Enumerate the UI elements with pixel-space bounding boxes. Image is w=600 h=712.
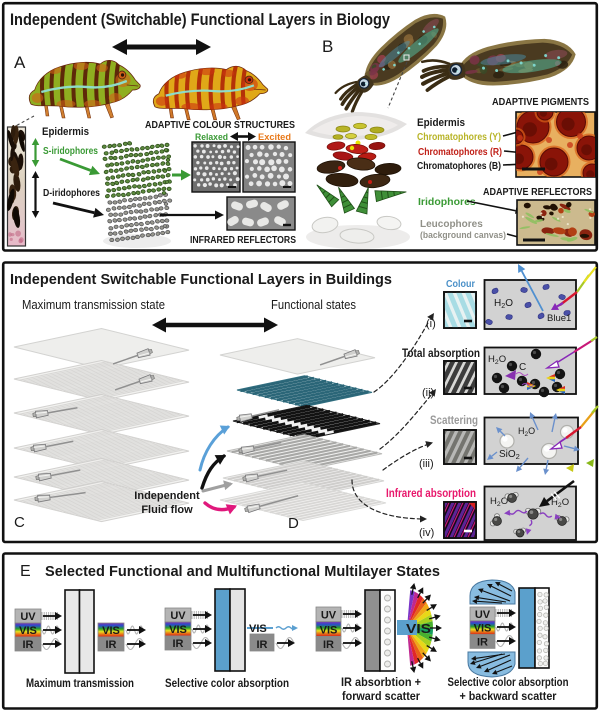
svg-text:Selective color absorption: Selective color absorption bbox=[165, 676, 289, 690]
svg-text:Epidermis: Epidermis bbox=[417, 117, 465, 129]
svg-text:UV: UV bbox=[20, 611, 36, 623]
svg-text:C: C bbox=[14, 514, 25, 531]
svg-text:Iridophores: Iridophores bbox=[418, 196, 476, 208]
svg-text:VIS: VIS bbox=[102, 625, 120, 637]
svg-text:(i): (i) bbox=[426, 318, 436, 330]
svg-text:Chromatophores (B): Chromatophores (B) bbox=[417, 161, 501, 172]
svg-text:+ backward scatter: + backward scatter bbox=[460, 689, 557, 703]
svg-text:IR: IR bbox=[173, 638, 184, 650]
svg-text:IR: IR bbox=[477, 636, 488, 648]
svg-text:VIS: VIS bbox=[19, 625, 37, 637]
svg-text:(iii): (iii) bbox=[419, 458, 434, 470]
svg-text:UV: UV bbox=[475, 609, 491, 621]
svg-text:H2O: H2O bbox=[551, 497, 569, 509]
svg-text:Functional states: Functional states bbox=[271, 298, 356, 312]
svg-text:Excited: Excited bbox=[258, 132, 291, 142]
svg-text:Total absorption: Total absorption bbox=[402, 348, 480, 360]
svg-text:Independent Switchable Functio: Independent Switchable Functional Layers… bbox=[10, 272, 392, 288]
svg-text:Chromatophores (R): Chromatophores (R) bbox=[418, 147, 502, 158]
svg-text:Infrared absorption: Infrared absorption bbox=[386, 488, 476, 500]
svg-text:forward scatter: forward scatter bbox=[342, 689, 420, 703]
svg-text:VIS: VIS bbox=[406, 622, 431, 636]
svg-text:(background canvas): (background canvas) bbox=[420, 230, 506, 241]
svg-text:IR: IR bbox=[257, 639, 268, 651]
svg-text:Relaxed: Relaxed bbox=[195, 132, 228, 142]
svg-text:E: E bbox=[20, 563, 31, 580]
svg-text:Colour: Colour bbox=[446, 278, 475, 290]
svg-text:Independent: Independent bbox=[134, 490, 200, 502]
svg-text:ADAPTIVE PIGMENTS: ADAPTIVE PIGMENTS bbox=[492, 96, 589, 108]
svg-text:IR absorbtion +: IR absorbtion + bbox=[341, 675, 421, 689]
svg-text:Scattering: Scattering bbox=[430, 415, 478, 427]
svg-text:(ii): (ii) bbox=[422, 387, 434, 399]
svg-text:VIS: VIS bbox=[474, 623, 492, 635]
svg-text:ADAPTIVE REFLECTORS: ADAPTIVE REFLECTORS bbox=[483, 186, 592, 198]
svg-text:B: B bbox=[322, 37, 333, 56]
svg-text:Leucophores: Leucophores bbox=[420, 219, 483, 230]
svg-text:H2O: H2O bbox=[494, 298, 513, 310]
svg-text:IR: IR bbox=[106, 639, 117, 651]
svg-text:D: D bbox=[288, 515, 299, 532]
svg-text:IR: IR bbox=[323, 639, 334, 651]
svg-text:VIS: VIS bbox=[249, 623, 267, 635]
svg-text:H2O: H2O bbox=[518, 426, 535, 438]
svg-text:(iv): (iv) bbox=[419, 527, 434, 539]
svg-text:INFRARED REFLECTORS: INFRARED REFLECTORS bbox=[190, 234, 296, 246]
svg-text:Selected Functional and Multif: Selected Functional and Multifunctional … bbox=[45, 564, 440, 580]
svg-text:C: C bbox=[519, 362, 526, 373]
svg-text:Selective color absorption: Selective color absorption bbox=[448, 675, 569, 689]
svg-text:D-iridophores: D-iridophores bbox=[43, 187, 100, 199]
svg-text:H2O: H2O bbox=[490, 496, 508, 508]
svg-text:UV: UV bbox=[321, 610, 337, 622]
svg-text:ADAPTIVE COLOUR STRUCTURES: ADAPTIVE COLOUR STRUCTURES bbox=[145, 119, 295, 131]
svg-text:IR: IR bbox=[23, 639, 34, 651]
svg-text:SiO2: SiO2 bbox=[499, 449, 520, 461]
svg-text:VIS: VIS bbox=[169, 624, 187, 636]
svg-text:UV: UV bbox=[170, 610, 186, 622]
svg-text:S-iridophores: S-iridophores bbox=[43, 145, 98, 157]
svg-text:A: A bbox=[14, 53, 26, 72]
svg-text:Maximum transmission state: Maximum transmission state bbox=[22, 298, 165, 312]
svg-text:Epidermis: Epidermis bbox=[42, 126, 89, 138]
svg-text:VIS: VIS bbox=[320, 624, 338, 636]
svg-text:Chromatophores (Y): Chromatophores (Y) bbox=[417, 132, 501, 143]
svg-text:Blue1: Blue1 bbox=[547, 313, 571, 324]
svg-text:H2O: H2O bbox=[488, 354, 506, 366]
svg-text:Independent (Switchable) Funct: Independent (Switchable) Functional Laye… bbox=[10, 10, 390, 29]
svg-text:Fluid flow: Fluid flow bbox=[141, 504, 193, 516]
svg-text:Maximum transmission: Maximum transmission bbox=[26, 676, 134, 690]
